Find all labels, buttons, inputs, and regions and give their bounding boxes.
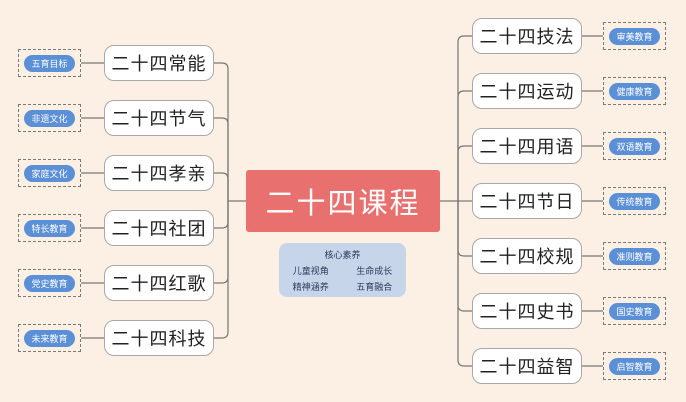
tag-pill: 特长教育	[24, 219, 75, 237]
branch-node-right: 二十四技法	[472, 18, 582, 54]
connector-right	[457, 201, 472, 367]
core-item: 精神涵养	[292, 283, 329, 293]
tag-left: 非遗文化	[18, 104, 81, 132]
core-competency-box: 核心素养 儿童视角 生命成长 精神涵养 五育融合	[279, 243, 406, 297]
tag-right: 准则教育	[603, 242, 666, 270]
tag-pill: 双语教育	[609, 137, 660, 155]
tag-pill: 健康教育	[609, 82, 660, 100]
tag-pill: 启智教育	[609, 357, 660, 375]
connector-left	[214, 201, 229, 284]
connector-left	[214, 62, 229, 201]
tag-left: 家庭文化	[18, 159, 81, 187]
central-topic: 二十四课程	[246, 170, 440, 232]
core-item: 生命成长	[356, 267, 393, 277]
branch-node-left: 二十四科技	[104, 320, 214, 356]
branch-node-left: 二十四社团	[104, 210, 214, 246]
branch-node-left: 二十四常能	[104, 45, 214, 81]
connector-right	[457, 90, 472, 201]
tag-left: 五育目标	[18, 49, 81, 77]
connector-left	[214, 201, 229, 229]
branch-node-left: 二十四孝亲	[104, 155, 214, 191]
tag-left: 未来教育	[18, 324, 81, 352]
tag-pill: 家庭文化	[24, 164, 75, 182]
tag-pill: 未来教育	[24, 329, 75, 347]
core-item: 儿童视角	[292, 267, 329, 277]
branch-node-right: 二十四益智	[472, 348, 582, 384]
branch-node-left: 二十四节气	[104, 100, 214, 136]
branch-node-right: 二十四运动	[472, 73, 582, 109]
core-item: 五育融合	[356, 283, 393, 293]
branch-node-right: 二十四用语	[472, 128, 582, 164]
branch-label: 二十四孝亲	[111, 164, 207, 185]
connector-right	[457, 201, 472, 257]
branch-label: 二十四校规	[479, 247, 575, 268]
tag-pill: 准则教育	[609, 247, 660, 265]
tag-pill: 非遗文化	[24, 109, 75, 127]
tag-right: 传统教育	[603, 187, 666, 215]
central-topic-label: 二十四课程	[265, 186, 421, 220]
core-competency-title: 核心素养	[324, 251, 361, 261]
branch-label: 二十四节日	[479, 192, 575, 213]
branch-label: 二十四常能	[111, 54, 207, 75]
branch-label: 二十四史书	[479, 302, 575, 323]
connector-right	[457, 145, 472, 201]
branch-label: 二十四科技	[111, 329, 207, 350]
tag-right: 审美教育	[603, 22, 666, 50]
tag-right: 健康教育	[603, 77, 666, 105]
branch-label: 二十四运动	[479, 82, 575, 103]
tag-right: 双语教育	[603, 132, 666, 160]
branch-node-right: 二十四校规	[472, 238, 582, 274]
branch-node-right: 二十四史书	[472, 293, 582, 329]
branch-node-left: 二十四红歌	[104, 265, 214, 301]
tag-pill: 五育目标	[24, 54, 75, 72]
connector-left	[214, 201, 229, 339]
branch-node-right: 二十四节日	[472, 183, 582, 219]
branch-label: 二十四技法	[479, 27, 575, 48]
branch-label: 二十四益智	[479, 357, 575, 378]
tag-pill: 传统教育	[609, 192, 660, 210]
tag-right: 国史教育	[603, 297, 666, 325]
branch-label: 二十四红歌	[111, 274, 207, 295]
tag-pill: 党史教育	[24, 274, 75, 292]
tag-pill: 审美教育	[609, 27, 660, 45]
connector-left	[214, 117, 229, 201]
tag-left: 党史教育	[18, 269, 81, 297]
connector-right	[457, 35, 472, 201]
tag-pill: 国史教育	[609, 302, 660, 320]
tag-right: 启智教育	[603, 352, 666, 380]
branch-label: 二十四节气	[111, 109, 207, 130]
connector-left	[214, 172, 229, 201]
tag-left: 特长教育	[18, 214, 81, 242]
branch-label: 二十四社团	[111, 219, 207, 240]
branch-label: 二十四用语	[479, 137, 575, 158]
